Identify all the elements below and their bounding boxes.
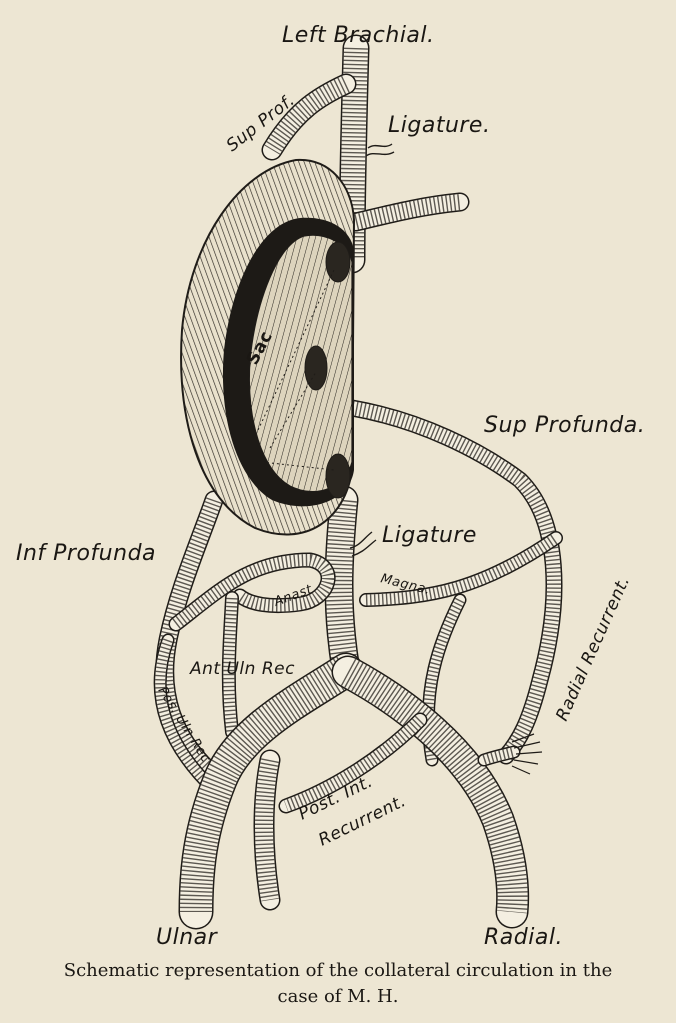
label-sup-profunda: Sup Profunda. [484,413,645,438]
interosseous-vessel [253,749,281,911]
aneurysm-sac [180,158,356,536]
label-ligature-top: Ligature. [388,113,490,138]
anast-vessel [168,552,336,632]
ligature-mid-mark [349,531,377,557]
sup-prof-upper-vessel [261,73,357,161]
caption-line-1: Schematic representation of the collater… [63,960,613,981]
label-inf-profunda: Inf Profunda [16,541,156,566]
vessel-opening-middle [304,345,328,391]
dotted-line-2 [261,461,335,471]
label-radial: Radial. [484,925,563,950]
brachial-lower-vessel [324,485,361,685]
caption-line-2: case of M. H. [277,986,399,1007]
label-left-brachial: Left Brachial. [282,23,435,48]
label-ligature-mid: Ligature [382,523,477,548]
radial-recurrent-lower-vessel [477,745,521,767]
figure-caption: Schematic representation of the collater… [0,958,676,1010]
label-radial-recurrent: Radial Recurrent. [552,573,634,724]
label-ant-uln-rec: Ant Uln Rec [189,659,295,679]
ant-uln-rec-vessel [221,591,239,739]
ulnar-vessel [178,652,364,930]
ligature-top-mark [365,143,395,157]
post-int-recurrent-vessel [278,712,428,814]
radial-recurrent-fringe [511,733,543,775]
pos-uln-rec-vessel [153,633,221,797]
side-branch-vessel [346,192,470,232]
vessel-network [153,34,563,930]
vessel-opening-lower [325,453,351,499]
magna-vessel [359,531,563,607]
radial-vessel [331,655,530,929]
vessel-opening-upper [325,241,351,283]
label-ulnar: Ulnar [156,925,219,950]
collateral-circulation-diagram: Left Brachial. Sup Prof. Ligature. Sac S… [16,23,645,950]
